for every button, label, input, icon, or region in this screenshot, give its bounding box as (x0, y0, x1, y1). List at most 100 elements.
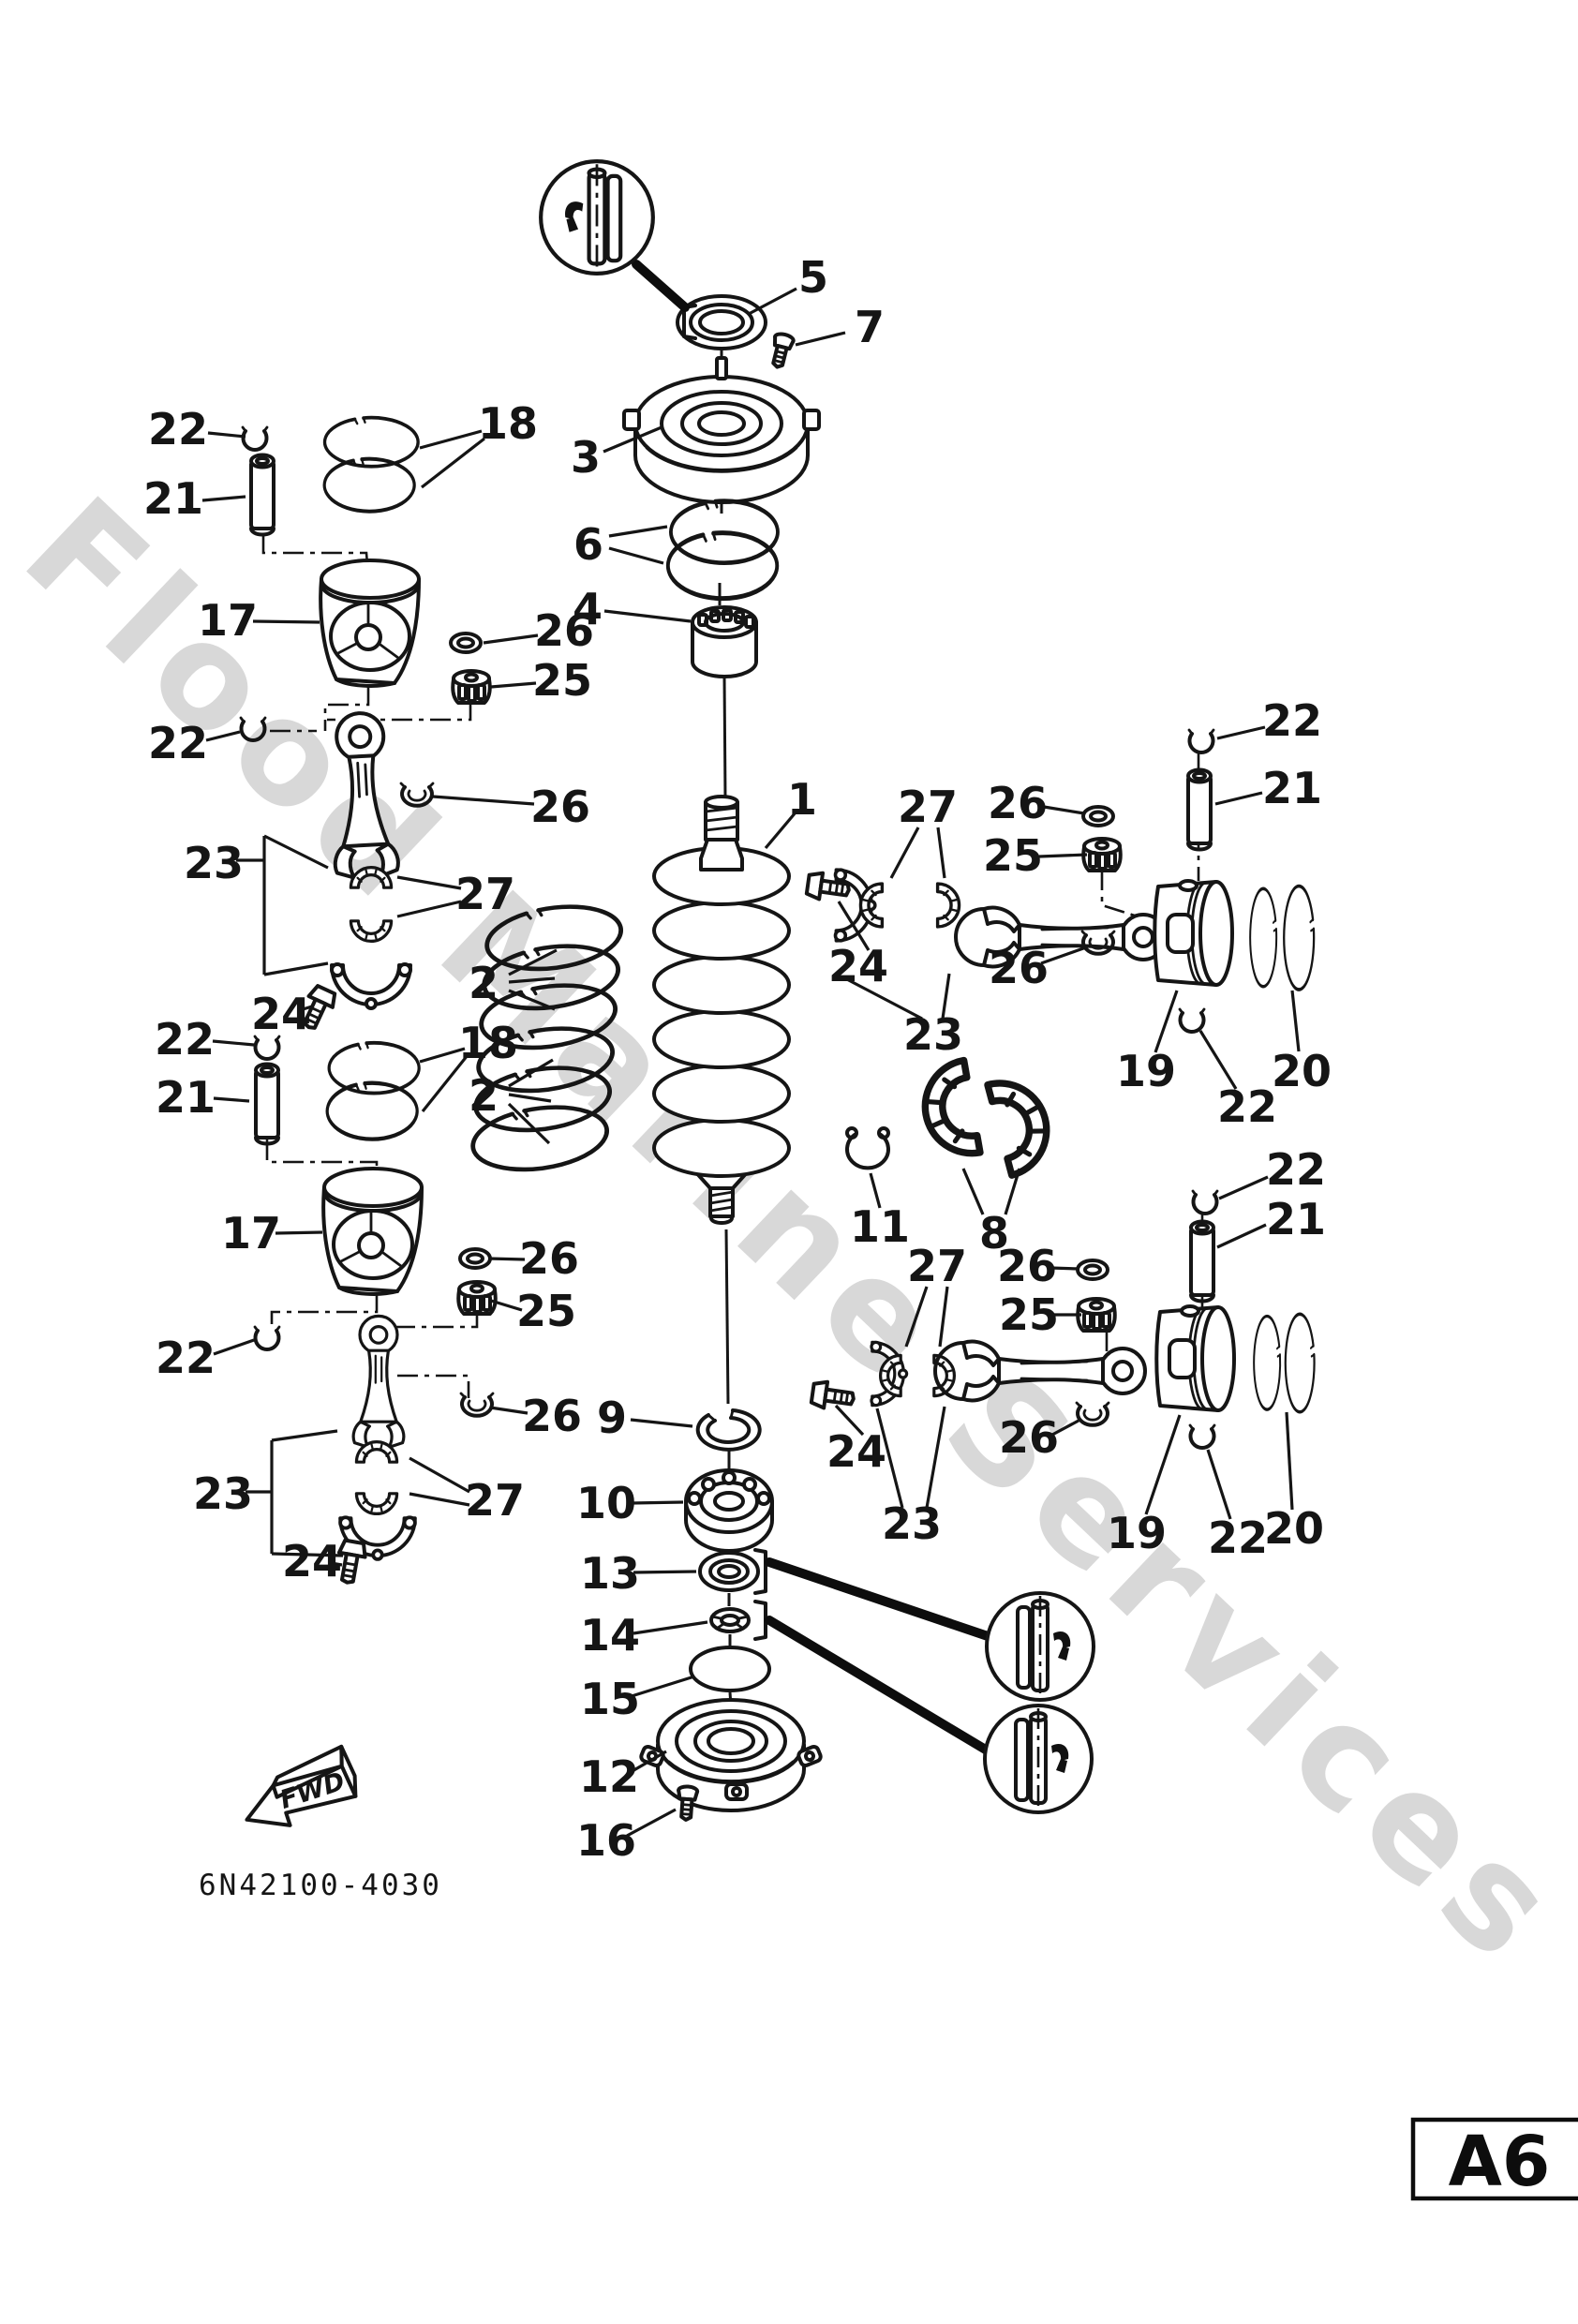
leader-line (396, 900, 462, 918)
callout-label-22: 22 (1262, 695, 1322, 746)
leader-line (1038, 853, 1088, 858)
leader-line (212, 1039, 255, 1047)
callout-label-27: 27 (455, 869, 515, 919)
callout-label-23: 23 (184, 838, 244, 888)
leader-line (207, 431, 246, 439)
callout-label-12: 12 (579, 1751, 639, 1802)
piston-ring (1248, 886, 1278, 989)
callout-label-9: 9 (597, 1393, 627, 1443)
piston-ring (1282, 884, 1316, 991)
leader-line (508, 1093, 552, 1103)
callout-label-21: 21 (156, 1072, 216, 1123)
callout-label-23: 23 (882, 1498, 942, 1549)
callout-label-26: 26 (519, 1233, 579, 1284)
leader-line (837, 901, 871, 951)
leader-line (904, 1286, 929, 1348)
callout-label-18: 18 (478, 398, 538, 449)
leader-line (869, 1172, 882, 1209)
leader-line (1290, 990, 1301, 1052)
leader-line (263, 834, 329, 870)
callout-label-14: 14 (580, 1610, 640, 1661)
callout-label-18: 18 (458, 1018, 518, 1068)
leader-line (889, 827, 920, 879)
retainer-washer (695, 1408, 762, 1452)
leader-line (1198, 1030, 1238, 1090)
leader-line (938, 1286, 949, 1348)
leader-line (941, 973, 951, 1020)
lock-washer (459, 1392, 495, 1418)
piston-ring (1284, 1312, 1317, 1414)
leader-line (1050, 1266, 1079, 1271)
pin-clip (1187, 728, 1215, 754)
crankpin-bearing-shell (988, 1073, 1057, 1175)
small-end-bearing (1081, 837, 1123, 872)
leader-line (419, 1047, 466, 1064)
callout-label-27: 27 (898, 782, 958, 832)
callout-label-6: 6 (573, 519, 603, 570)
leader-line (507, 1102, 551, 1145)
leader-line (631, 1500, 684, 1505)
piston (1153, 879, 1234, 987)
roller-bearing-upper (691, 605, 758, 678)
pin-clip (1188, 1423, 1216, 1450)
leader-line (1040, 946, 1087, 965)
leader-line (834, 1404, 865, 1437)
leader-line (1218, 1175, 1269, 1200)
callout-label-26: 26 (999, 1412, 1059, 1463)
leader-line (1154, 990, 1179, 1053)
callout-label-16: 16 (576, 1815, 636, 1866)
callout-label-23: 23 (193, 1468, 253, 1519)
callout-label-27: 27 (907, 1241, 967, 1291)
assembly-centerlines (261, 534, 1204, 1398)
leader-line (1043, 805, 1085, 815)
pin-clip (253, 1325, 281, 1351)
callout-label-4: 4 (573, 584, 603, 634)
fwd-direction-arrow: FWD (245, 1744, 358, 1827)
leader-line (1216, 725, 1266, 740)
callout-label-24: 24 (826, 1426, 886, 1477)
callout-label-25: 25 (532, 655, 592, 706)
leader-line (626, 1808, 677, 1838)
pin-clip-detail-view (541, 161, 653, 274)
pin-clip-detail-view (983, 1704, 1094, 1814)
leader-line (875, 1408, 904, 1509)
leader-line (764, 811, 797, 850)
callout-label-27: 27 (465, 1475, 525, 1526)
piston-ring (327, 1040, 422, 1095)
diagram-code: 6N42100-4030 (199, 1869, 442, 1902)
bearing-housing-lower (637, 1698, 825, 1812)
washer (449, 632, 483, 654)
leader-line (396, 875, 462, 890)
leader-line (205, 730, 241, 742)
pin-clip-detail-view (985, 1591, 1095, 1702)
callout-label-20: 20 (1264, 1503, 1324, 1554)
callout-label-22: 22 (148, 404, 208, 454)
leader-line (936, 827, 946, 879)
callout-label-10: 10 (576, 1478, 636, 1528)
callout-label-13: 13 (580, 1548, 640, 1599)
callout-label-1: 1 (787, 774, 817, 825)
leader-line (633, 1620, 708, 1635)
leader-line (330, 1561, 343, 1567)
leader-line (508, 976, 556, 984)
leader-line (483, 633, 539, 645)
callout-label-3: 3 (571, 432, 601, 483)
piston-pin (1186, 767, 1213, 852)
callout-label-22: 22 (148, 718, 208, 768)
callout-label-24: 24 (251, 989, 311, 1039)
callout-label-11: 11 (850, 1201, 910, 1252)
leader-line (271, 1429, 338, 1442)
callout-label-26: 26 (989, 943, 1049, 993)
callout-label-26: 26 (997, 1241, 1057, 1291)
leader-line (275, 1230, 323, 1235)
leader-line (1214, 791, 1263, 806)
leader-line (213, 1096, 250, 1103)
callout-label-26: 26 (534, 605, 594, 656)
leader-line (1144, 1414, 1182, 1515)
piston-ring (1252, 1314, 1282, 1411)
callout-label-25: 25 (983, 830, 1043, 881)
callout-label-21: 21 (1266, 1194, 1326, 1244)
bolt (766, 330, 796, 371)
leader-line (421, 1054, 469, 1112)
oil-seal (676, 294, 767, 350)
